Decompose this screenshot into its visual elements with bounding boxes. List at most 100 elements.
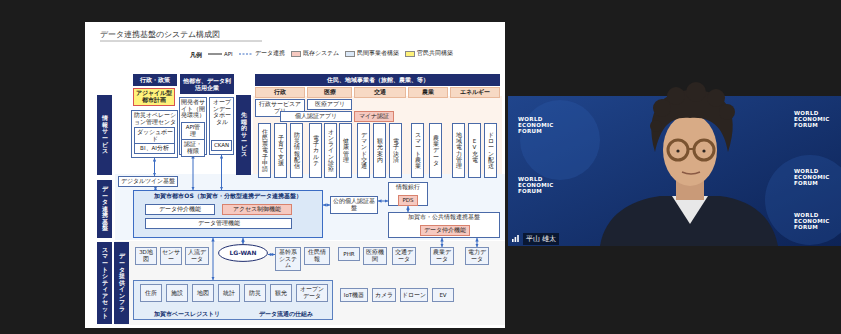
node-text: データ仲介機能 [159, 206, 201, 213]
slide [85, 22, 505, 328]
legend-item: 官民共同構築 [405, 50, 453, 57]
node-text: エネルギー [460, 89, 490, 96]
node-text: PDS [402, 197, 413, 204]
column-header: 医療 [307, 87, 352, 98]
service-box: 住民票電子申請 [258, 123, 271, 178]
node-text: 統計 [223, 290, 235, 297]
header-band: 行政・政策 [133, 74, 177, 86]
node-text: 医療 [324, 89, 336, 96]
node-text: デマンド交通 [361, 132, 367, 168]
node-text: 地域電力管理 [456, 132, 462, 168]
service-box: 健康管理 [339, 123, 352, 178]
connector [268, 254, 275, 255]
data-source-box: 基幹系システム [275, 247, 301, 271]
data-source-box: ドローン [400, 288, 428, 302]
node-text: 公的個人認証基盤 [332, 198, 376, 211]
node-text: オープンデータ [298, 286, 326, 299]
data-source-box: カメラ [372, 288, 396, 302]
system-box: データ管理機能 [145, 218, 292, 229]
shared-box: データ仲介機能 [420, 225, 470, 236]
node-text: 子育て支援 [278, 135, 284, 165]
node-text: データ管理機能 [198, 220, 240, 227]
system-box: デジタルツイン基盤 [118, 176, 178, 187]
node-text: API管理 [183, 124, 203, 137]
connector [193, 155, 194, 190]
layer-band: 情報サービス [97, 95, 112, 175]
data-source-box: 住所 [140, 284, 162, 302]
node-text: ドローン [402, 292, 426, 299]
node-text: EV充電 [472, 138, 478, 162]
shared-box: アクセス制御機能 [222, 204, 292, 215]
data-source-box: オープンデータ [296, 284, 328, 302]
slide-title: データ連携基盤のシステム構成図 [100, 29, 220, 40]
column-header: 農業 [408, 87, 448, 98]
node-text: オープンデータポータル [211, 99, 232, 125]
node-text: 住所 [145, 290, 157, 297]
data-source-box: 医療機関 [363, 247, 387, 265]
node-text: 行政 [274, 89, 286, 96]
node-text: 加賀市ベースレジストリ [154, 311, 220, 318]
node-text: 農業データ [432, 249, 452, 262]
header-band: 他都市、データ利活用企業 [180, 74, 234, 94]
legend-line [208, 53, 222, 54]
connector [378, 201, 388, 202]
node-text: カメラ [375, 292, 393, 299]
legend-item: 既存システム [291, 50, 339, 57]
logo-text: WORLD ECONOMIC FORUM [518, 116, 554, 134]
node-text: 電子カルテ [313, 135, 319, 165]
data-source-box: 住民情報 [304, 247, 330, 265]
logo-text: WORLD ECONOMIC FORUM [794, 110, 830, 128]
node-text: マイナ認証 [359, 113, 389, 120]
service-box: 地域電力管理 [452, 123, 465, 178]
title-underline [100, 41, 262, 42]
layer-band: スマートシティアセット [97, 242, 112, 324]
node-text: 加賀市都市OS（加賀市・分散型連携データ連携基盤） [135, 192, 321, 199]
legend-text: API [224, 51, 233, 57]
data-source-box: 施設 [166, 284, 188, 302]
data-source-box: 防災 [244, 284, 266, 302]
node-text: 開発者サイト（開発環境） [181, 99, 205, 119]
node-text: 情報銀行 [390, 184, 426, 191]
legend: APIデータ連携既存システム民間事業者構築官民共同構築 [208, 50, 453, 57]
legend-swatch [405, 51, 415, 57]
node-text: 農業データ [433, 135, 439, 165]
node-text: アジャイル型都市計画 [135, 90, 173, 103]
system-box: CKAN [211, 140, 232, 151]
legend-line [239, 53, 253, 54]
system-box: 個人認証アプリ [280, 111, 352, 122]
system-box: 情報銀行 PDS [388, 182, 428, 206]
system-box: BI、AI分析 [134, 143, 175, 154]
service-box: ドローン配送 [484, 123, 497, 178]
column-header: 行政 [255, 87, 305, 98]
system-box: 認証・権限 [181, 139, 205, 157]
logo-text: WORLD ECONOMIC FORUM [794, 212, 830, 230]
ellipse-shape [219, 245, 268, 262]
node-text: 健康管理 [343, 138, 349, 162]
service-box: 電子決済 [389, 123, 402, 178]
data-source-box: EV [432, 288, 454, 302]
node-text: PHR [343, 251, 354, 258]
layer-band: 先端的サービス [236, 95, 251, 175]
participant-name: 平山 雄太 [523, 233, 559, 245]
node-text: 観光案内 [377, 138, 383, 162]
node-text: 地図 [197, 290, 209, 297]
plan-box: アジャイル型都市計画 [133, 88, 175, 106]
connector [213, 238, 214, 280]
network-ellipse: LG-WAN [218, 244, 268, 262]
legend-swatch [291, 51, 301, 57]
data-area [115, 174, 505, 240]
service-box: 農業データ [429, 123, 442, 178]
service-box: 観光案内 [373, 123, 386, 178]
node-text: 加賀市・公共情報連携基盤 [390, 214, 498, 221]
node-text: データ仲介機能 [424, 227, 466, 234]
video-glow [520, 100, 600, 180]
connector [243, 238, 244, 244]
layer-band: データ提供インフラ [114, 242, 129, 324]
legend-line-sample [239, 51, 253, 57]
node-text: 基幹系システム [277, 249, 299, 269]
connector [323, 205, 330, 206]
legend-text: 官民共同構築 [417, 50, 453, 57]
node-text: 他都市、データ利活用企業 [182, 77, 232, 91]
data-source-box: 人流データ [185, 247, 209, 265]
layer-band: データ連携基盤 [97, 180, 112, 238]
